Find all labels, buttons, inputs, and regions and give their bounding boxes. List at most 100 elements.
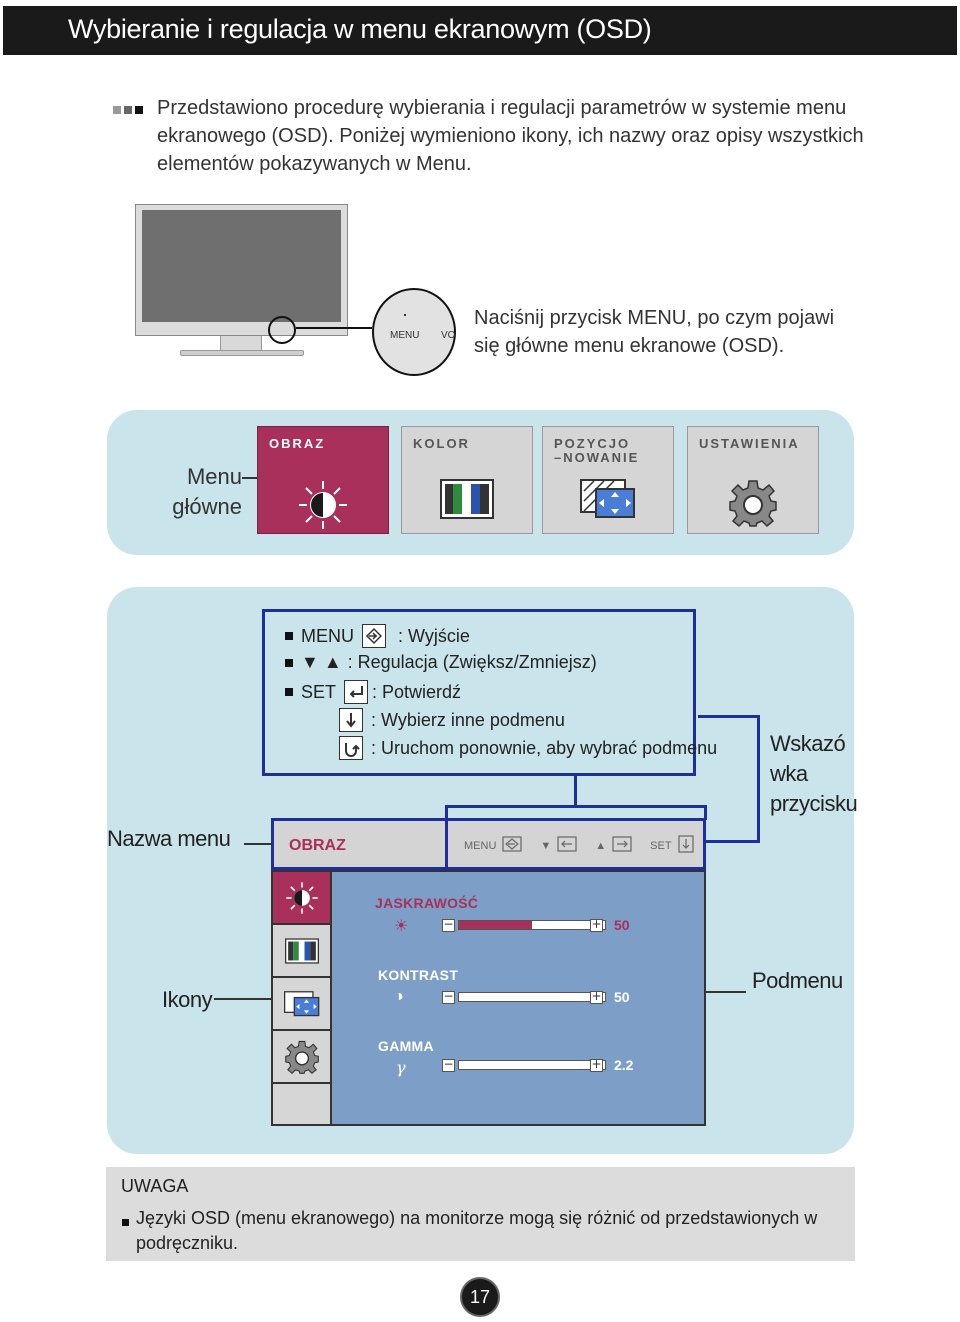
tile-label-line1: POZYCJO xyxy=(554,436,631,451)
position-icon xyxy=(283,990,319,1016)
led-dot xyxy=(404,314,406,316)
menu-tile-ustawienia[interactable]: USTAWIENIA xyxy=(687,426,819,534)
menu-tile-pozycjonowanie[interactable]: POZYCJO –NOWANIE xyxy=(542,426,674,534)
legend-text: : Potwierdź xyxy=(372,681,462,702)
page-number: 17 xyxy=(460,1277,500,1317)
legend-text: : Wybierz inne podmenu xyxy=(371,709,565,730)
menu-tile-obraz[interactable]: OBRAZ xyxy=(257,426,389,534)
slider-fill xyxy=(459,993,532,1001)
increase-button[interactable]: + xyxy=(590,989,603,1004)
page-title: Wybieranie i regulacja w menu ekranowym … xyxy=(68,14,652,44)
podmenu-label: Podmenu xyxy=(752,968,843,993)
connector-line xyxy=(445,805,448,820)
legend-text: : Wyjście xyxy=(398,625,470,646)
ikony-connector xyxy=(214,998,272,1000)
osd-key-hints xyxy=(445,818,706,870)
sun-icon: ☀ xyxy=(394,918,409,935)
osd-icon-empty xyxy=(273,1084,330,1124)
wskazowka-connector xyxy=(704,840,760,843)
submenu-label-kontrast: KONTRAST xyxy=(378,967,459,983)
monitor-stand-base xyxy=(180,350,304,356)
increase-button[interactable]: + xyxy=(590,1057,603,1072)
exit-icon xyxy=(502,836,522,855)
note-box xyxy=(106,1167,855,1261)
osd-icon-obraz[interactable] xyxy=(273,872,330,925)
down-key-icon xyxy=(677,835,694,856)
legend-row-restart: : Uruchom ponownie, aby wybrać podmenu xyxy=(339,736,717,760)
key-menu-label: MENU xyxy=(464,839,497,852)
decrease-button[interactable]: − xyxy=(442,989,455,1004)
connector-line xyxy=(704,805,707,820)
tile-label: USTAWIENIA xyxy=(699,436,800,451)
legend-prefix: SET xyxy=(301,681,337,702)
intro-bullets xyxy=(113,101,146,119)
podmenu-connector xyxy=(706,991,746,993)
exit-icon xyxy=(362,624,386,648)
gear-icon xyxy=(729,479,777,532)
legend-text: : Regulacja (Zwiększ/Zmniejsz) xyxy=(347,652,597,672)
down-triangle-icon: ▼ xyxy=(540,839,552,852)
position-icon xyxy=(580,479,636,524)
connector-line xyxy=(574,776,577,806)
submenu-value-jaskrawosc: 50 xyxy=(614,917,630,933)
zoomed-button-callout xyxy=(372,288,456,376)
nazwa-menu-connector xyxy=(244,843,272,845)
key-legend-box: MENU : Wyjście ▼ ▲ : Regulacja (Zwiększ/… xyxy=(262,609,717,776)
monitor-stand-neck xyxy=(220,336,262,350)
key-set-label: SET xyxy=(650,839,672,852)
connector-line xyxy=(445,805,707,808)
tile-label: OBRAZ xyxy=(269,436,326,451)
page-header-bar xyxy=(3,6,957,55)
legend-prefix: MENU xyxy=(301,625,354,646)
slider-kontrast[interactable] xyxy=(458,992,606,1002)
slider-fill xyxy=(459,1061,540,1069)
note-text: Języki OSD (menu ekranowego) na monitorz… xyxy=(136,1208,818,1253)
slider-fill xyxy=(459,921,532,929)
brightness-icon xyxy=(285,881,318,914)
nazwa-menu-label: Nazwa menu xyxy=(107,826,231,851)
osd-menu-name: OBRAZ xyxy=(289,837,346,854)
wskazowka-line3: przycisku xyxy=(770,791,858,816)
osd-icon-ustawienia[interactable] xyxy=(273,1031,330,1084)
legend-row-set: SET : Potwierdź xyxy=(285,680,461,704)
main-menu-label: Menu główne xyxy=(160,462,242,522)
legend-row-adjust: ▼ ▲ : Regulacja (Zwiększ/Zmniejsz) xyxy=(285,652,597,673)
osd-icon-kolor[interactable] xyxy=(273,925,330,978)
submenu-value-gamma: 2.2 xyxy=(614,1057,634,1073)
intro-paragraph: Przedstawiono procedurę wybierania i reg… xyxy=(157,97,864,175)
restart-icon xyxy=(339,736,363,760)
brightness-icon xyxy=(297,479,349,536)
slider-gamma[interactable] xyxy=(458,1060,606,1070)
press-menu-instruction: Naciśnij przycisk MENU, po czym pojawi s… xyxy=(474,307,835,357)
main-menu-label-connector xyxy=(242,477,258,479)
tile-label: POZYCJO –NOWANIE xyxy=(554,437,639,465)
note-bullet xyxy=(122,1219,129,1226)
slider-jaskrawosc[interactable] xyxy=(458,920,606,930)
main-menu-label-line1: Menu xyxy=(186,464,242,489)
ikony-label: Ikony xyxy=(162,987,213,1012)
menu-tile-kolor[interactable]: KOLOR xyxy=(401,426,533,534)
legend-text: : Uruchom ponownie, aby wybrać podmenu xyxy=(371,737,718,758)
wskazowka-connector xyxy=(757,715,760,843)
submenu-label-jaskrawosc: JASKRAWOŚĆ xyxy=(375,895,479,911)
wskazowka-line2: wka xyxy=(770,761,808,786)
zoom-menu-label: MENU xyxy=(390,330,420,341)
increase-button[interactable]: + xyxy=(590,917,603,932)
osd-icon-pozycja[interactable] xyxy=(273,978,330,1031)
monitor-screen xyxy=(142,210,341,322)
note-title: UWAGA xyxy=(121,1176,189,1196)
up-triangle-icon: ▲ xyxy=(595,839,607,852)
osd-icon-column xyxy=(271,870,332,1126)
legend-prefix: ▼ ▲ xyxy=(301,652,342,672)
wskazowka-label: Wskazó wka przycisku xyxy=(770,729,860,819)
main-menu-label-line2: główne xyxy=(172,494,242,519)
gamma-symbol: γ xyxy=(396,1058,406,1077)
decrease-button[interactable]: − xyxy=(442,1057,455,1072)
right-key-icon xyxy=(612,836,632,855)
decrease-button[interactable]: − xyxy=(442,917,455,932)
menu-button-highlight xyxy=(268,316,296,344)
osd-submenu: JASKRAWOŚĆ ☀ − + 50 KONTRAST ◑ − + 50 GA… xyxy=(330,870,706,1126)
down-arrow-icon xyxy=(339,708,363,732)
legend-row-next-submenu: : Wybierz inne podmenu xyxy=(339,708,565,732)
enter-icon xyxy=(344,680,369,704)
